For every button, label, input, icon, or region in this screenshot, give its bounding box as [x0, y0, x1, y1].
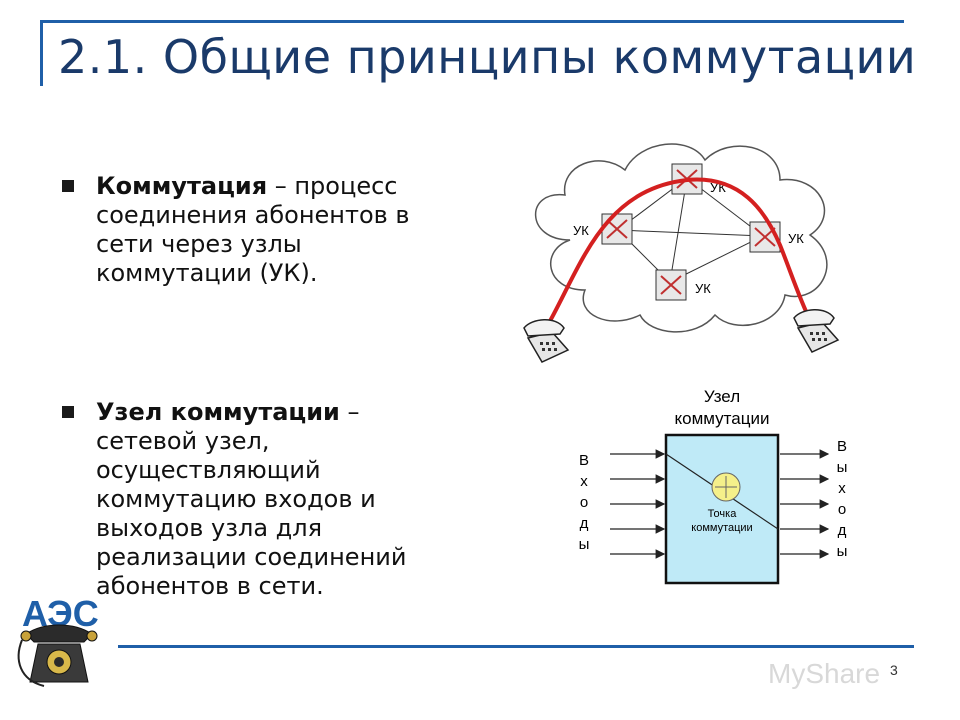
outputs-letter: В	[837, 438, 847, 455]
bullet-term: Узел коммутации	[96, 398, 340, 426]
vintage-phone-icon	[17, 624, 98, 687]
switch-node-bottom	[655, 269, 687, 301]
node-label: УК	[695, 281, 711, 296]
connection-path	[543, 177, 812, 332]
node-title-line1: Узел	[704, 387, 740, 406]
inputs-letter: ы	[579, 536, 590, 553]
point-label-line1: Точка	[708, 508, 738, 520]
watermark: MyShare	[768, 658, 881, 689]
switching-node-box	[664, 433, 780, 585]
switch-node-right	[749, 221, 781, 253]
switch-node-left	[601, 213, 633, 245]
telephone-icon	[523, 319, 570, 363]
outputs-letter: ы	[837, 459, 848, 476]
node-title-line2: коммутации	[675, 409, 770, 428]
bullet-text: – сетевой узел, осуществляющий коммутаци…	[96, 398, 407, 600]
cloud-shape	[534, 143, 828, 333]
node-label: УК	[788, 231, 804, 246]
point-label-line2: коммутации	[691, 522, 752, 534]
inputs-letter: д	[580, 515, 589, 532]
network-diagram: УК УК УК УК	[523, 143, 840, 363]
output-arrows	[780, 449, 830, 559]
bullet-switching: Коммутация – процесс соединения абоненто…	[62, 172, 452, 288]
inputs-letter: х	[580, 473, 588, 490]
bullet-marker	[62, 406, 74, 418]
bullet-switching-node: Узел коммутации – сетевой узел, осуществ…	[62, 398, 452, 601]
slide-title: 2.1. Общие принципы коммутации	[58, 30, 917, 84]
footer-divider	[118, 645, 914, 648]
outputs-letter: о	[838, 501, 846, 518]
title-frame-top	[40, 20, 904, 23]
outputs-letter: х	[838, 480, 846, 497]
outputs-letter: д	[838, 522, 847, 539]
outputs-label: В ы х о д ы	[837, 438, 848, 560]
telephone-icon	[793, 309, 840, 353]
page-number: 3	[890, 662, 898, 678]
input-arrows	[610, 449, 666, 559]
title-frame-left	[40, 20, 43, 86]
inputs-letter: В	[579, 452, 589, 469]
inputs-label: В х о д ы	[579, 452, 590, 553]
inputs-letter: о	[580, 494, 588, 511]
node-label: УК	[573, 223, 589, 238]
outputs-letter: ы	[837, 543, 848, 560]
bullet-text: – процесс соединения абонентов в сети че…	[96, 172, 410, 287]
switching-node-diagram: Узел коммутации Точка коммутации В х о д…	[579, 387, 848, 585]
bullet-marker	[62, 180, 74, 192]
bullet-term: Коммутация	[96, 172, 268, 200]
